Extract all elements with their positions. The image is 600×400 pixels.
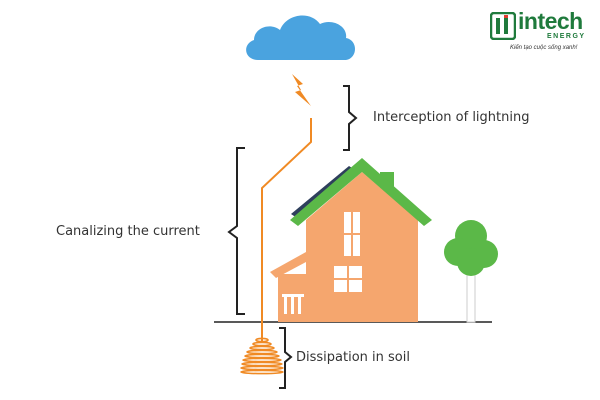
bracket-dissipation <box>279 327 293 389</box>
logo-sub-text: ENERGY <box>547 33 586 40</box>
cloud-icon <box>246 15 355 61</box>
tree-icon <box>444 220 498 323</box>
logo-brand-text: intech <box>518 8 583 34</box>
lightning-bolt-icon <box>292 74 311 106</box>
label-interception: Interception of lightning <box>373 110 530 125</box>
logo-tagline: Kiến tạo cuộc sống xanh! <box>510 45 578 51</box>
brand-logo: intech ENERGY Kiến tạo cuộc sống xanh! <box>490 8 594 54</box>
bracket-interception <box>343 85 358 151</box>
logo-mark-icon <box>490 12 516 40</box>
ground-coil-icon <box>240 337 284 375</box>
down-conductor <box>261 118 312 342</box>
label-dissipation: Dissipation in soil <box>296 350 410 365</box>
label-canalizing: Canalizing the current <box>56 224 200 239</box>
bracket-canalizing <box>227 147 245 315</box>
house-icon <box>270 158 432 322</box>
